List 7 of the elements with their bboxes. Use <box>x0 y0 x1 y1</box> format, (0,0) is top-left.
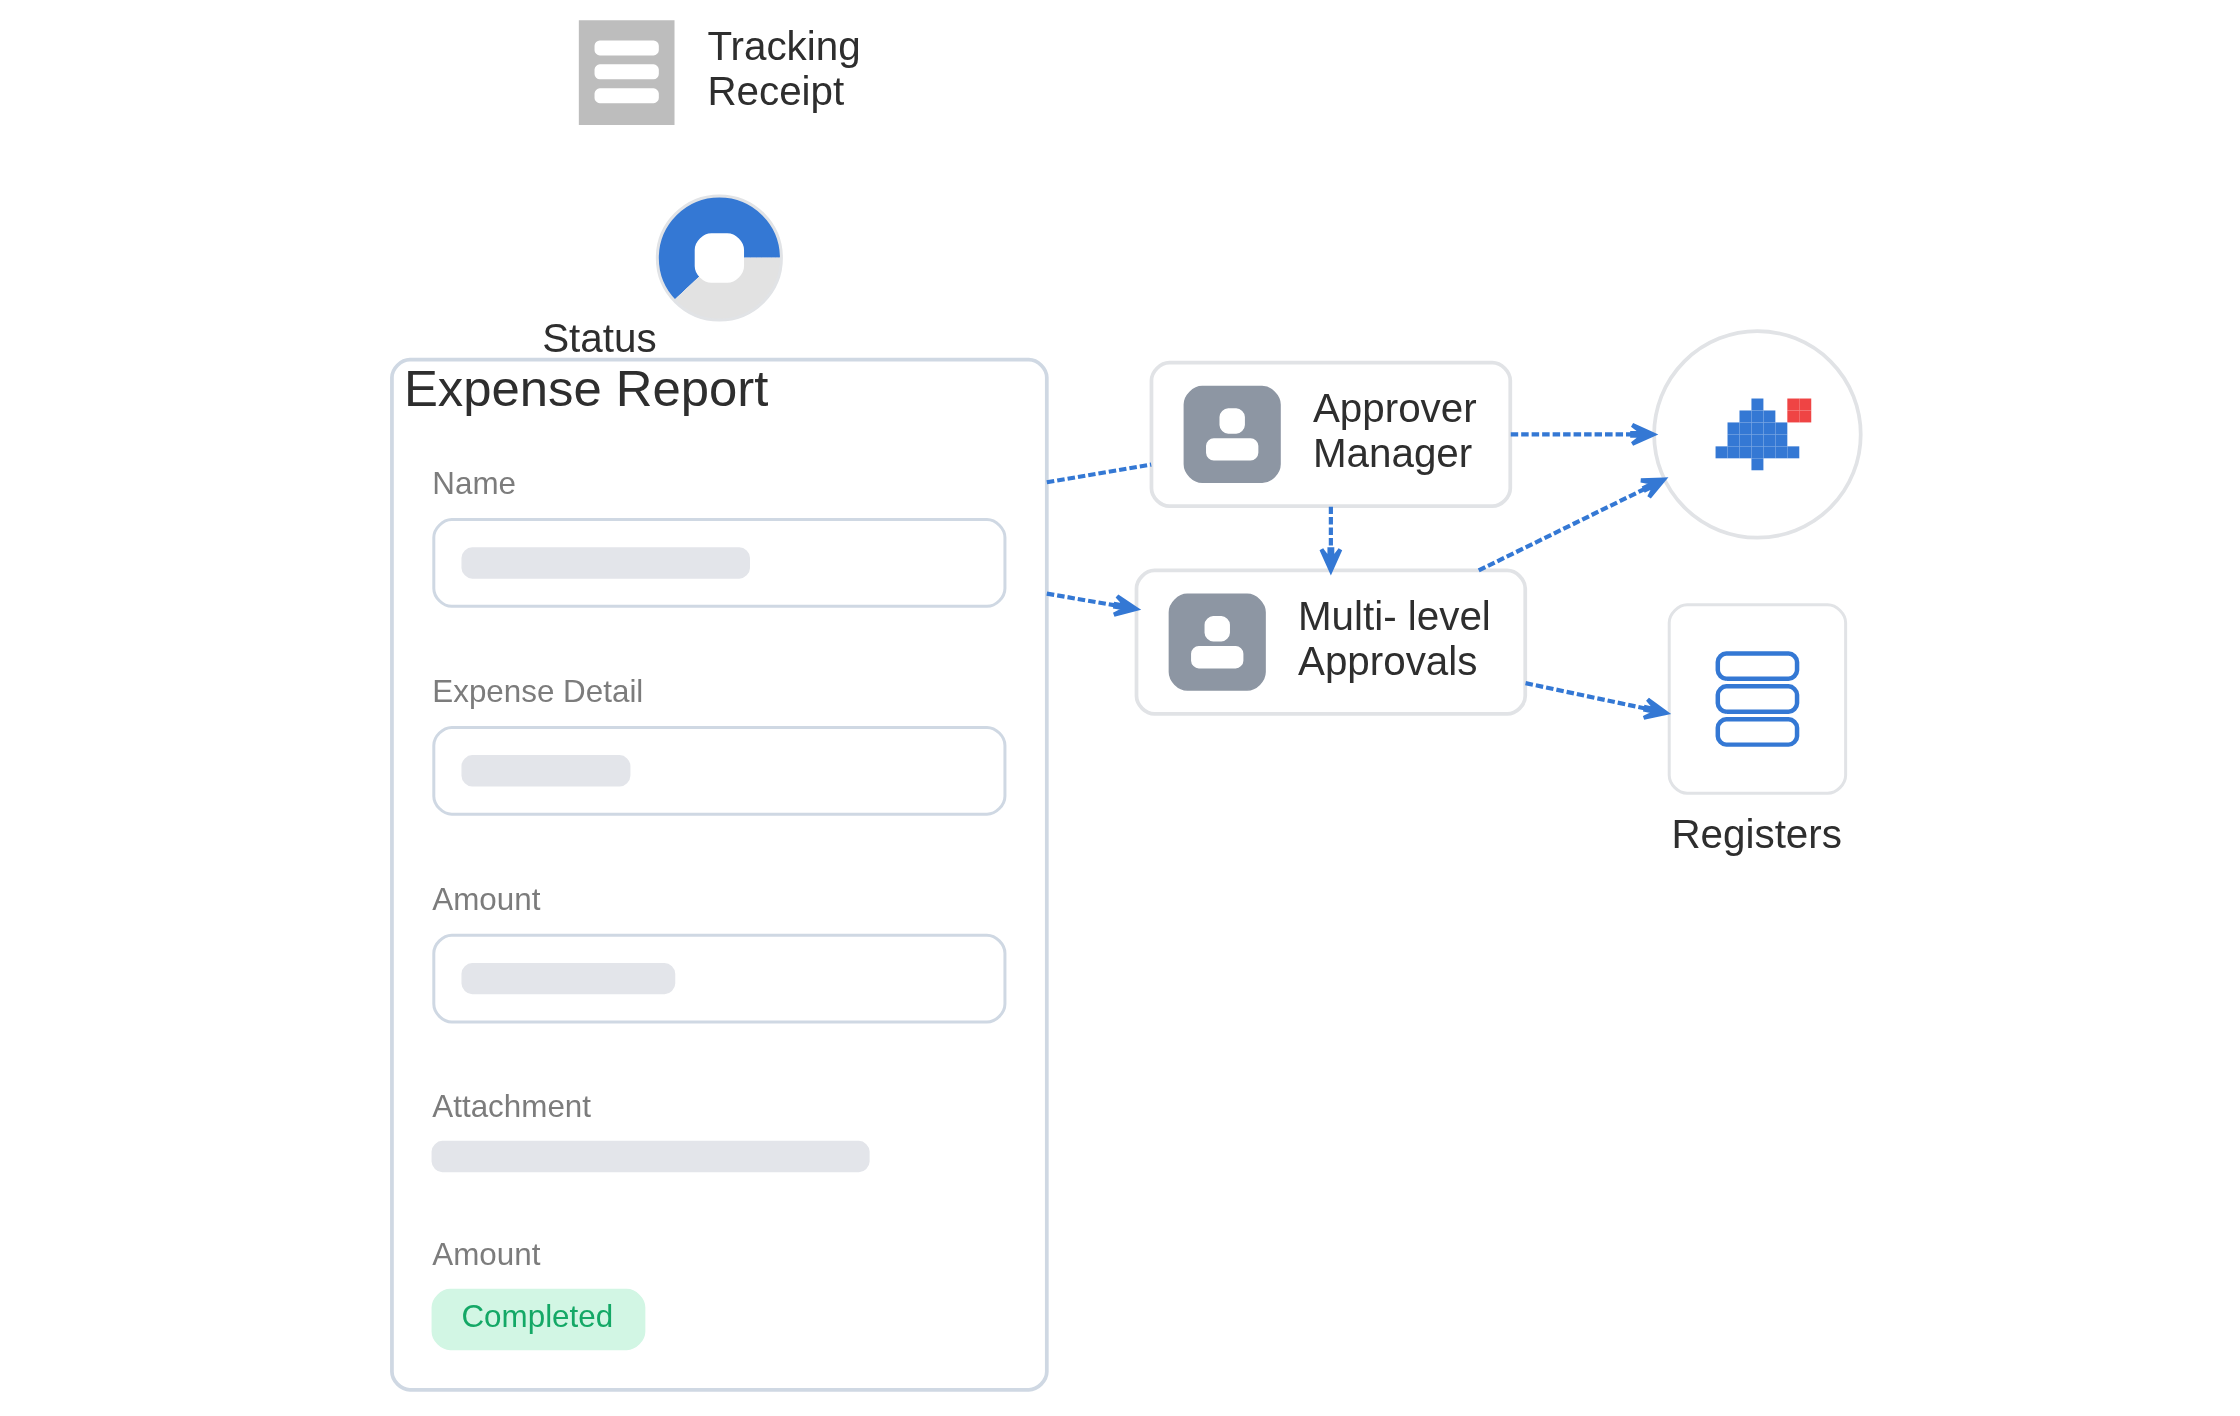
label: Tracking Receipt <box>706 23 861 114</box>
node-label: Expense Detail <box>431 673 643 709</box>
node-label: Attachment <box>431 1089 591 1125</box>
node-label: Amount <box>431 881 540 917</box>
node-label: Name <box>431 465 516 501</box>
node-label: Amount <box>431 1237 540 1273</box>
node-label: Registers <box>1670 810 1842 857</box>
